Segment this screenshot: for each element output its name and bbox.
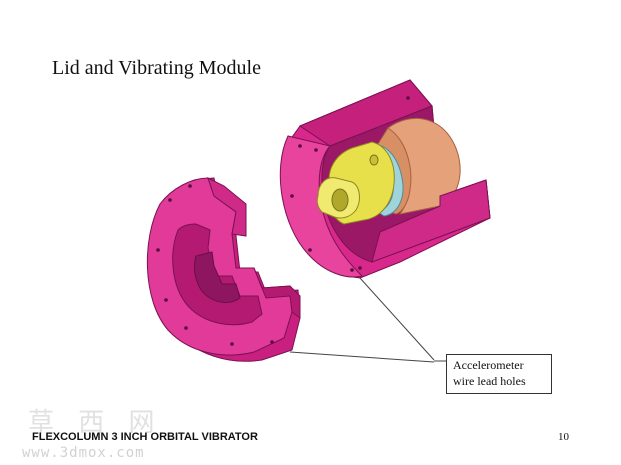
module-lower-wall: [371, 179, 491, 263]
page-number: 10: [558, 431, 569, 443]
module-keyway-hole: [369, 154, 379, 166]
lid-right-notch: [253, 267, 301, 319]
module-bolt-holes: [290, 96, 410, 272]
watermark-glyphs: 草 西 网: [28, 408, 163, 438]
lid-part: [146, 177, 301, 362]
lid-front-face: [146, 177, 293, 356]
leader-line-module: [359, 277, 435, 361]
lid-inner-recess: [172, 223, 263, 326]
leader-line-lid: [289, 351, 435, 363]
watermark-url: www.3dmox.com: [22, 445, 145, 461]
module-shaft-bore: [331, 188, 349, 212]
slide-title: Lid and Vibrating Module: [52, 57, 261, 79]
callout-leaders: [289, 277, 446, 363]
callout-line-2: wire lead holes: [453, 374, 526, 388]
callout-box: Accelerometer wire lead holes: [446, 354, 552, 394]
lid-bore: [194, 251, 241, 303]
lid-top-notch: [207, 177, 247, 237]
callout-line-1: Accelerometer: [453, 358, 524, 372]
vibrating-module-part: [279, 79, 491, 279]
lid-bolt-holes: [156, 184, 274, 346]
footer-title: FLEXCOLUMN 3 INCH ORBITAL VIBRATOR: [32, 431, 258, 443]
